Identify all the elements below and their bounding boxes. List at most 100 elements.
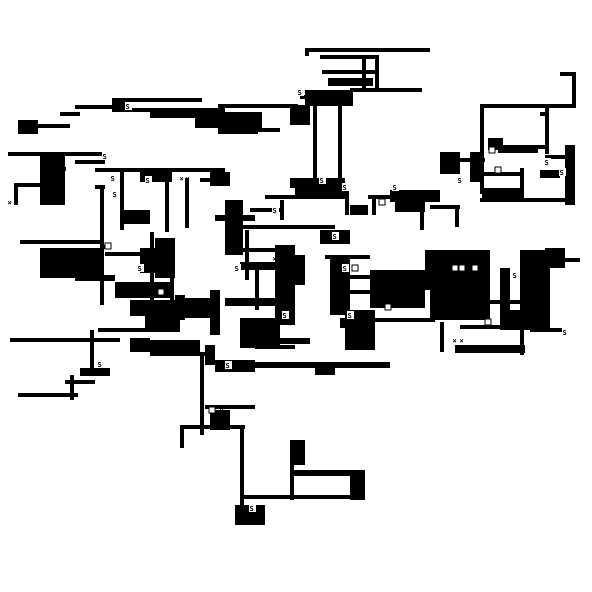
x-marker-icon: × bbox=[288, 320, 292, 328]
x-marker-icon: × bbox=[8, 199, 12, 207]
wall-segment bbox=[520, 168, 524, 198]
wall-segment bbox=[145, 316, 180, 332]
box-marker-icon bbox=[384, 303, 392, 311]
wall-segment bbox=[170, 238, 174, 318]
wall-segment bbox=[328, 78, 373, 86]
x-marker-icon: × bbox=[319, 184, 323, 192]
s-marker-icon: S bbox=[348, 312, 352, 320]
wall-segment bbox=[258, 112, 262, 132]
x-marker-icon: × bbox=[460, 337, 464, 345]
wall-segment bbox=[560, 258, 580, 262]
wall-segment bbox=[480, 258, 484, 288]
s-marker-background bbox=[347, 311, 354, 319]
wall-segment bbox=[525, 285, 545, 305]
wall-segment bbox=[180, 428, 184, 448]
wall-segment bbox=[8, 152, 108, 156]
wall-segment bbox=[350, 470, 365, 500]
s-marker-icon: S bbox=[343, 184, 347, 192]
wall-segment bbox=[345, 185, 349, 215]
wall-segment bbox=[330, 240, 350, 244]
wall-segment bbox=[305, 48, 430, 52]
map-walls bbox=[8, 48, 580, 525]
s-marker-icon: S bbox=[98, 361, 102, 369]
wall-segment bbox=[572, 72, 576, 108]
wall-segment bbox=[540, 112, 548, 116]
s-marker-background bbox=[342, 183, 349, 191]
wall-segment bbox=[305, 90, 353, 106]
box-marker-icon bbox=[157, 288, 165, 296]
wall-segment bbox=[345, 275, 370, 279]
wall-segment bbox=[275, 245, 295, 325]
wall-segment bbox=[120, 170, 124, 230]
s-marker-background bbox=[297, 88, 304, 96]
s-marker-background bbox=[137, 264, 144, 272]
s-marker-background bbox=[332, 232, 339, 240]
s-marker-background bbox=[562, 328, 569, 336]
wall-segment bbox=[530, 328, 565, 332]
s-marker-background bbox=[125, 102, 132, 110]
s-marker-icon: S bbox=[560, 169, 564, 177]
wall-segment bbox=[185, 178, 189, 228]
wall-segment bbox=[14, 183, 18, 205]
wall-segment bbox=[240, 425, 244, 505]
wall-segment bbox=[290, 470, 365, 476]
wall-segment bbox=[265, 195, 345, 199]
wall-segment bbox=[80, 368, 110, 376]
s-marker-icon: S bbox=[458, 177, 462, 185]
x-marker-icon: × bbox=[281, 255, 285, 263]
box-marker-icon bbox=[378, 198, 386, 206]
wall-segment bbox=[390, 190, 440, 202]
s-marker-background bbox=[102, 152, 109, 160]
wall-segment bbox=[215, 215, 255, 221]
wall-segment bbox=[98, 328, 153, 332]
s-marker-icon: S bbox=[273, 207, 277, 215]
wall-segment bbox=[112, 98, 202, 102]
wall-segment bbox=[175, 295, 185, 320]
wall-segment bbox=[205, 345, 215, 365]
s-marker-background bbox=[225, 361, 232, 369]
x-marker-icon: × bbox=[327, 184, 331, 192]
wall-segment bbox=[338, 100, 342, 180]
wall-segment bbox=[205, 405, 255, 409]
wall-segment bbox=[75, 275, 115, 281]
wall-segment bbox=[18, 393, 78, 397]
wall-segment bbox=[210, 290, 220, 335]
wall-segment bbox=[40, 155, 65, 205]
wall-segment bbox=[150, 108, 195, 118]
wall-segment bbox=[195, 112, 225, 128]
s-marker-icon: S bbox=[298, 89, 302, 97]
s-marker-background bbox=[145, 176, 152, 184]
wall-segment bbox=[530, 145, 545, 149]
wall-segment bbox=[470, 152, 482, 182]
s-marker-background bbox=[234, 264, 241, 272]
wall-segment bbox=[430, 205, 460, 209]
wall-segment bbox=[10, 338, 120, 342]
wall-segment bbox=[290, 460, 294, 500]
wall-segment bbox=[250, 338, 310, 344]
wall-segment bbox=[255, 270, 259, 310]
wall-segment bbox=[185, 298, 215, 318]
box-marker-icon bbox=[451, 264, 459, 272]
wall-segment bbox=[130, 300, 180, 316]
x-marker-icon: × bbox=[186, 175, 190, 183]
s-marker-background bbox=[110, 174, 117, 182]
x-marker-icon: × bbox=[250, 513, 254, 521]
s-marker-background bbox=[282, 311, 289, 319]
box-marker-icon bbox=[458, 264, 466, 272]
wall-segment bbox=[340, 320, 350, 328]
wall-segment bbox=[230, 225, 335, 229]
wall-segment bbox=[482, 188, 522, 198]
wall-segment bbox=[235, 505, 265, 525]
s-marker-background bbox=[457, 176, 464, 184]
s-marker-icon: S bbox=[113, 191, 117, 199]
x-marker-icon: × bbox=[311, 184, 315, 192]
wall-segment bbox=[545, 155, 565, 159]
wall-segment bbox=[60, 112, 80, 116]
x-marker-icon: × bbox=[281, 247, 285, 255]
wall-segment bbox=[218, 104, 298, 108]
wall-segment bbox=[255, 345, 295, 349]
wall-segment bbox=[540, 198, 575, 202]
box-marker-icon bbox=[471, 264, 479, 272]
s-marker-background bbox=[249, 504, 256, 512]
wall-segment bbox=[65, 380, 95, 384]
